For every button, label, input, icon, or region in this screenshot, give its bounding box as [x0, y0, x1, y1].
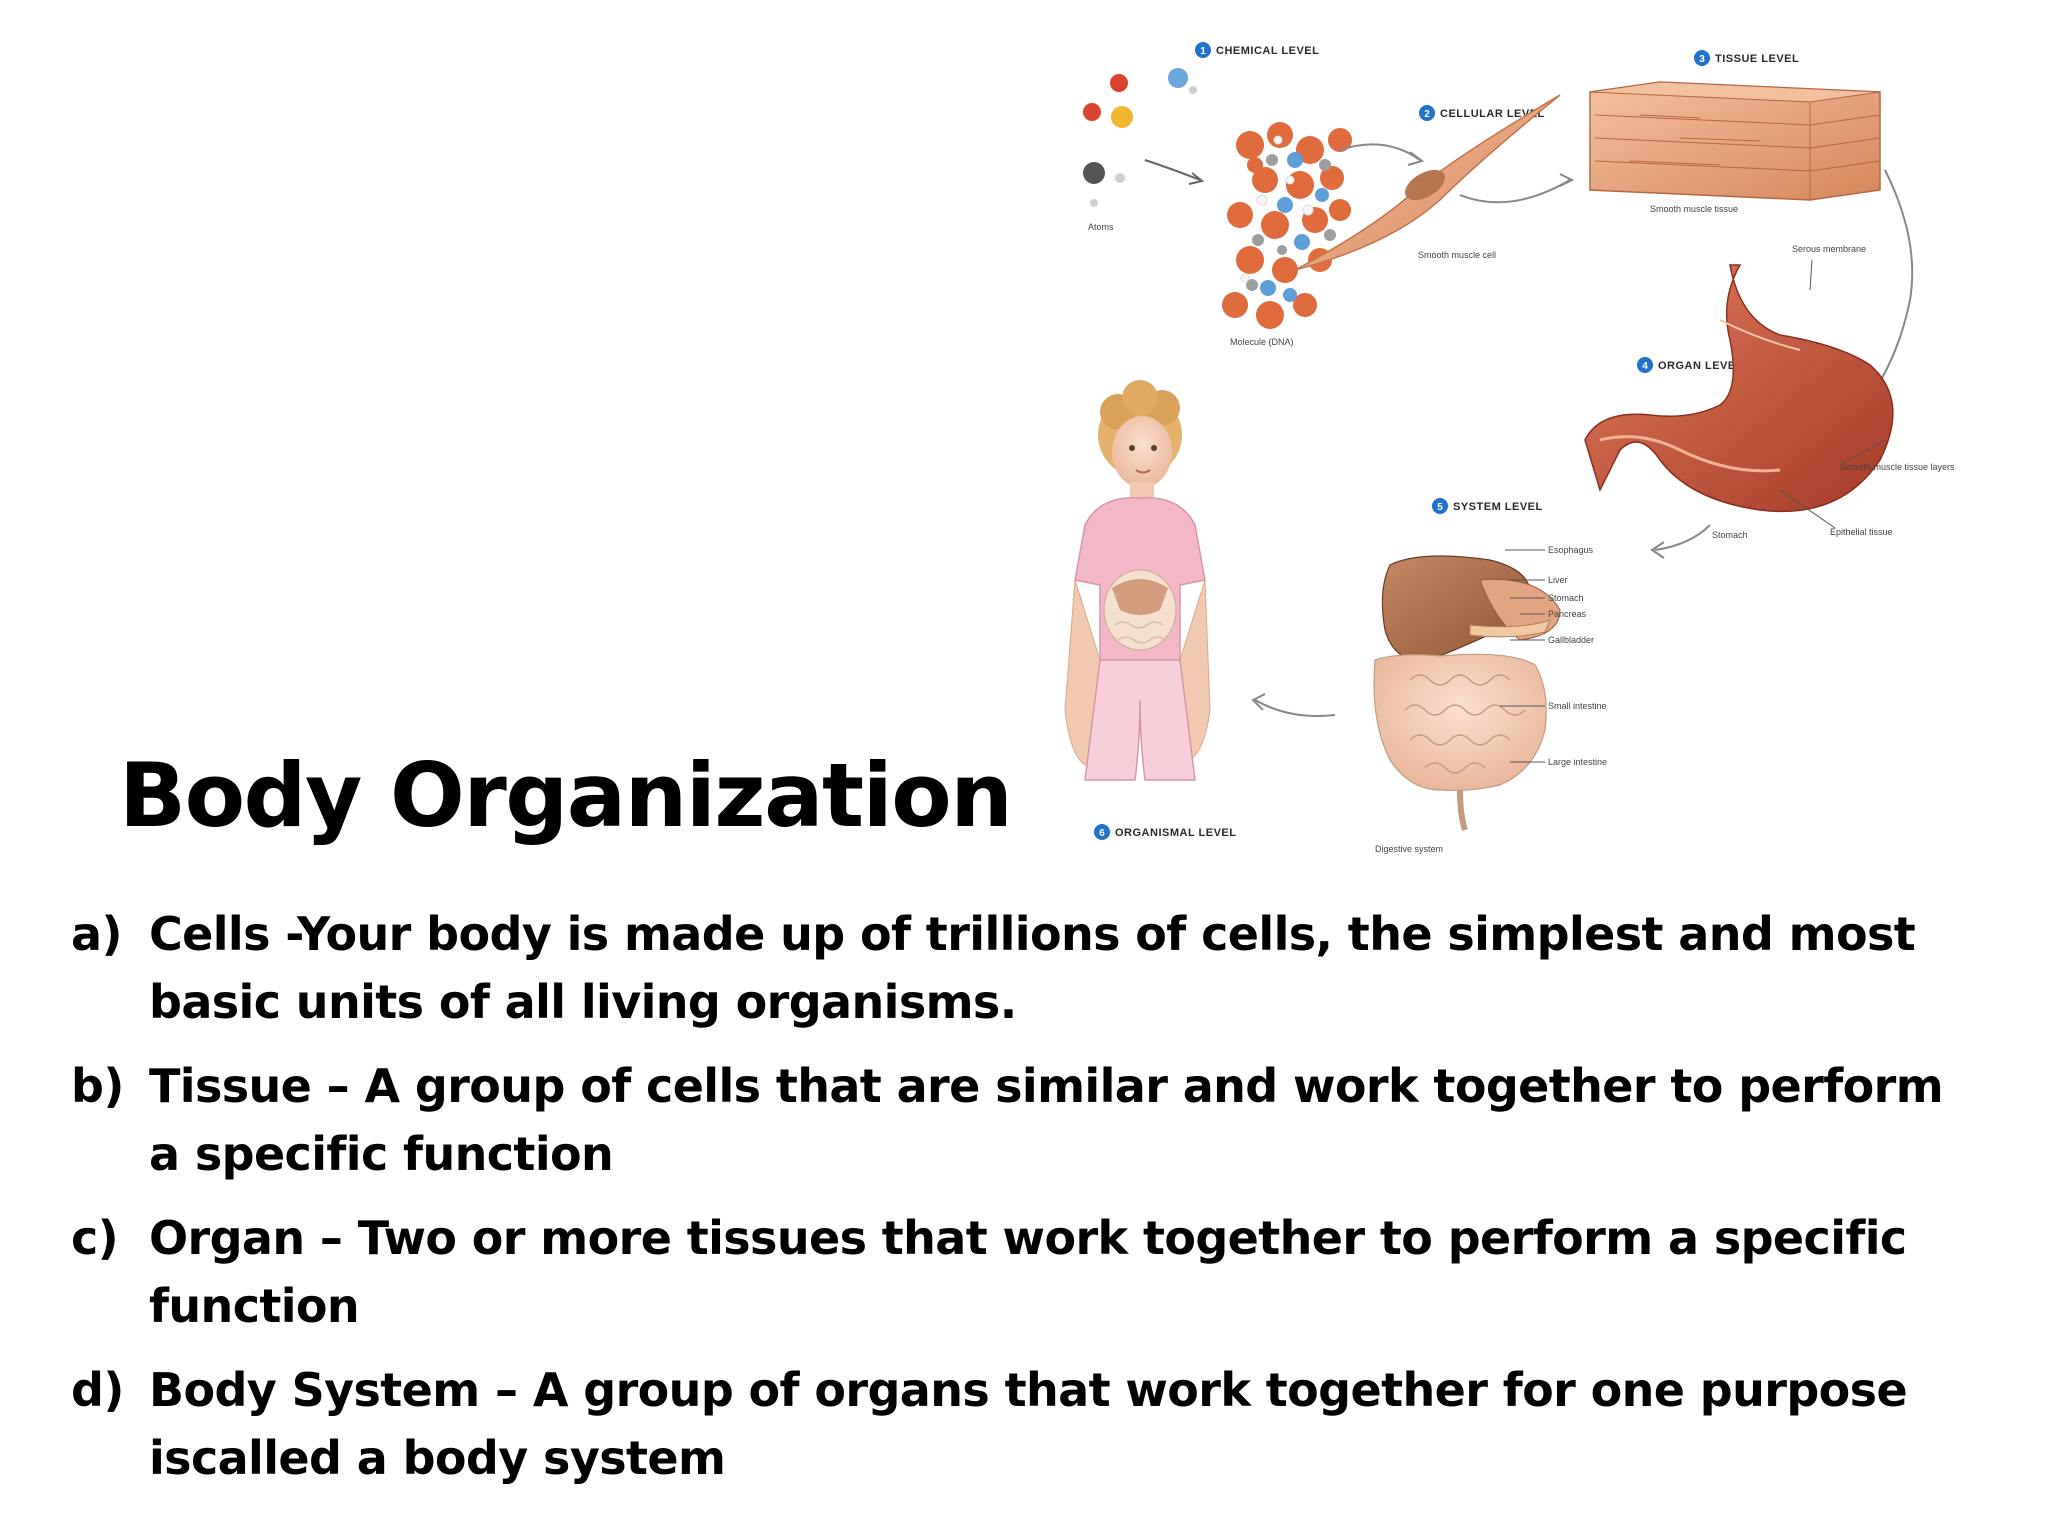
bullet-text: Tissue – A group of cells that are simil… — [149, 1059, 1944, 1181]
atoms-caption: Atoms — [1088, 222, 1114, 232]
smooth-muscle-tissue-caption: Smooth muscle tissue — [1650, 204, 1738, 214]
bullet-marker: d) — [71, 1363, 124, 1417]
bullet-text: Body System – A group of organs that wor… — [149, 1363, 1908, 1485]
epithelial-tissue-caption: Epithelial tissue — [1830, 527, 1893, 537]
atoms-group: Atoms — [1083, 68, 1197, 232]
svg-text:4: 4 — [1642, 361, 1648, 372]
organ-level: 4 ORGAN LEVEL Serous membrane Smooth mus… — [1584, 244, 1955, 559]
bullet-body-system: d) Body System – A group of organs that … — [71, 1356, 1971, 1492]
body-organization-diagram: 1 CHEMICAL LEVEL Atoms — [1040, 20, 2040, 870]
bullet-marker: a) — [71, 907, 122, 961]
esophagus-caption: Esophagus — [1548, 545, 1594, 555]
serous-membrane-caption: Serous membrane — [1792, 244, 1866, 254]
tissue-level: 3 TISSUE LEVEL Smooth muscle tissue — [1589, 50, 1914, 394]
organismal-level: 6 ORGANISMAL LEVEL — [1064, 380, 1236, 840]
svg-text:5: 5 — [1437, 502, 1443, 513]
cellular-level: 2 CELLULAR LEVEL Smooth muscle cell — [1294, 94, 1575, 271]
bullet-text: Organ – Two or more tissues that work to… — [149, 1211, 1907, 1333]
svg-text:2: 2 — [1424, 109, 1430, 120]
chemical-level: 1 CHEMICAL LEVEL Atoms — [1083, 42, 1352, 347]
smooth-muscle-layers-caption: Smooth muscle tissue layers — [1840, 462, 1955, 472]
slide-title: Body Organization — [119, 744, 1013, 847]
bullet-marker: c) — [71, 1211, 119, 1265]
gallbladder-caption: Gallbladder — [1548, 635, 1594, 645]
large-intestine-caption: Large intestine — [1548, 757, 1607, 767]
digestive-system-illustration: Esophagus Liver Stomach Pancreas Gallbla… — [1373, 545, 1607, 854]
smooth-muscle-cell-caption: Smooth muscle cell — [1418, 250, 1496, 260]
stomach-caption: Stomach — [1548, 593, 1584, 603]
svg-text:TISSUE LEVEL: TISSUE LEVEL — [1715, 53, 1799, 65]
bullet-organ: c) Organ – Two or more tissues that work… — [71, 1204, 1971, 1340]
pancreas-caption: Pancreas — [1548, 609, 1587, 619]
smooth-muscle-tissue: Smooth muscle tissue — [1589, 81, 1881, 214]
svg-text:6: 6 — [1099, 828, 1105, 839]
svg-text:1: 1 — [1200, 46, 1206, 57]
bullet-text: Cells -Your body is made up of trillions… — [149, 907, 1916, 1029]
arrow-atoms-molecule — [1144, 159, 1201, 181]
svg-text:ORGANISMAL LEVEL: ORGANISMAL LEVEL — [1115, 827, 1236, 839]
svg-text:ORGAN LEVEL: ORGAN LEVEL — [1658, 360, 1743, 372]
arrow-tissue-organ — [1874, 169, 1914, 391]
child-illustration — [1064, 380, 1211, 781]
svg-text:CELLULAR LEVEL: CELLULAR LEVEL — [1440, 108, 1545, 120]
bullet-cells: a) Cells -Your body is made up of trilli… — [71, 900, 1971, 1036]
svg-text:3: 3 — [1699, 54, 1705, 65]
digestive-system-caption: Digestive system — [1375, 844, 1443, 854]
bullet-marker: b) — [71, 1059, 124, 1113]
svg-text:CHEMICAL LEVEL: CHEMICAL LEVEL — [1216, 45, 1319, 57]
stomach-illustration: Serous membrane Smooth muscle tissue lay… — [1584, 244, 1955, 540]
svg-text:SYSTEM LEVEL: SYSTEM LEVEL — [1453, 501, 1543, 513]
bullet-list: a) Cells -Your body is made up of trilli… — [71, 900, 1971, 1508]
system-level: 5 SYSTEM LEVEL — [1251, 498, 1607, 854]
bullet-tissue: b) Tissue – A group of cells that are si… — [71, 1052, 1971, 1188]
stomach-organ-caption: Stomach — [1712, 530, 1748, 540]
small-intestine-caption: Small intestine — [1548, 701, 1607, 711]
dna-molecule: Molecule (DNA) — [1222, 122, 1352, 347]
liver-caption: Liver — [1548, 575, 1568, 585]
molecule-caption: Molecule (DNA) — [1230, 337, 1294, 347]
